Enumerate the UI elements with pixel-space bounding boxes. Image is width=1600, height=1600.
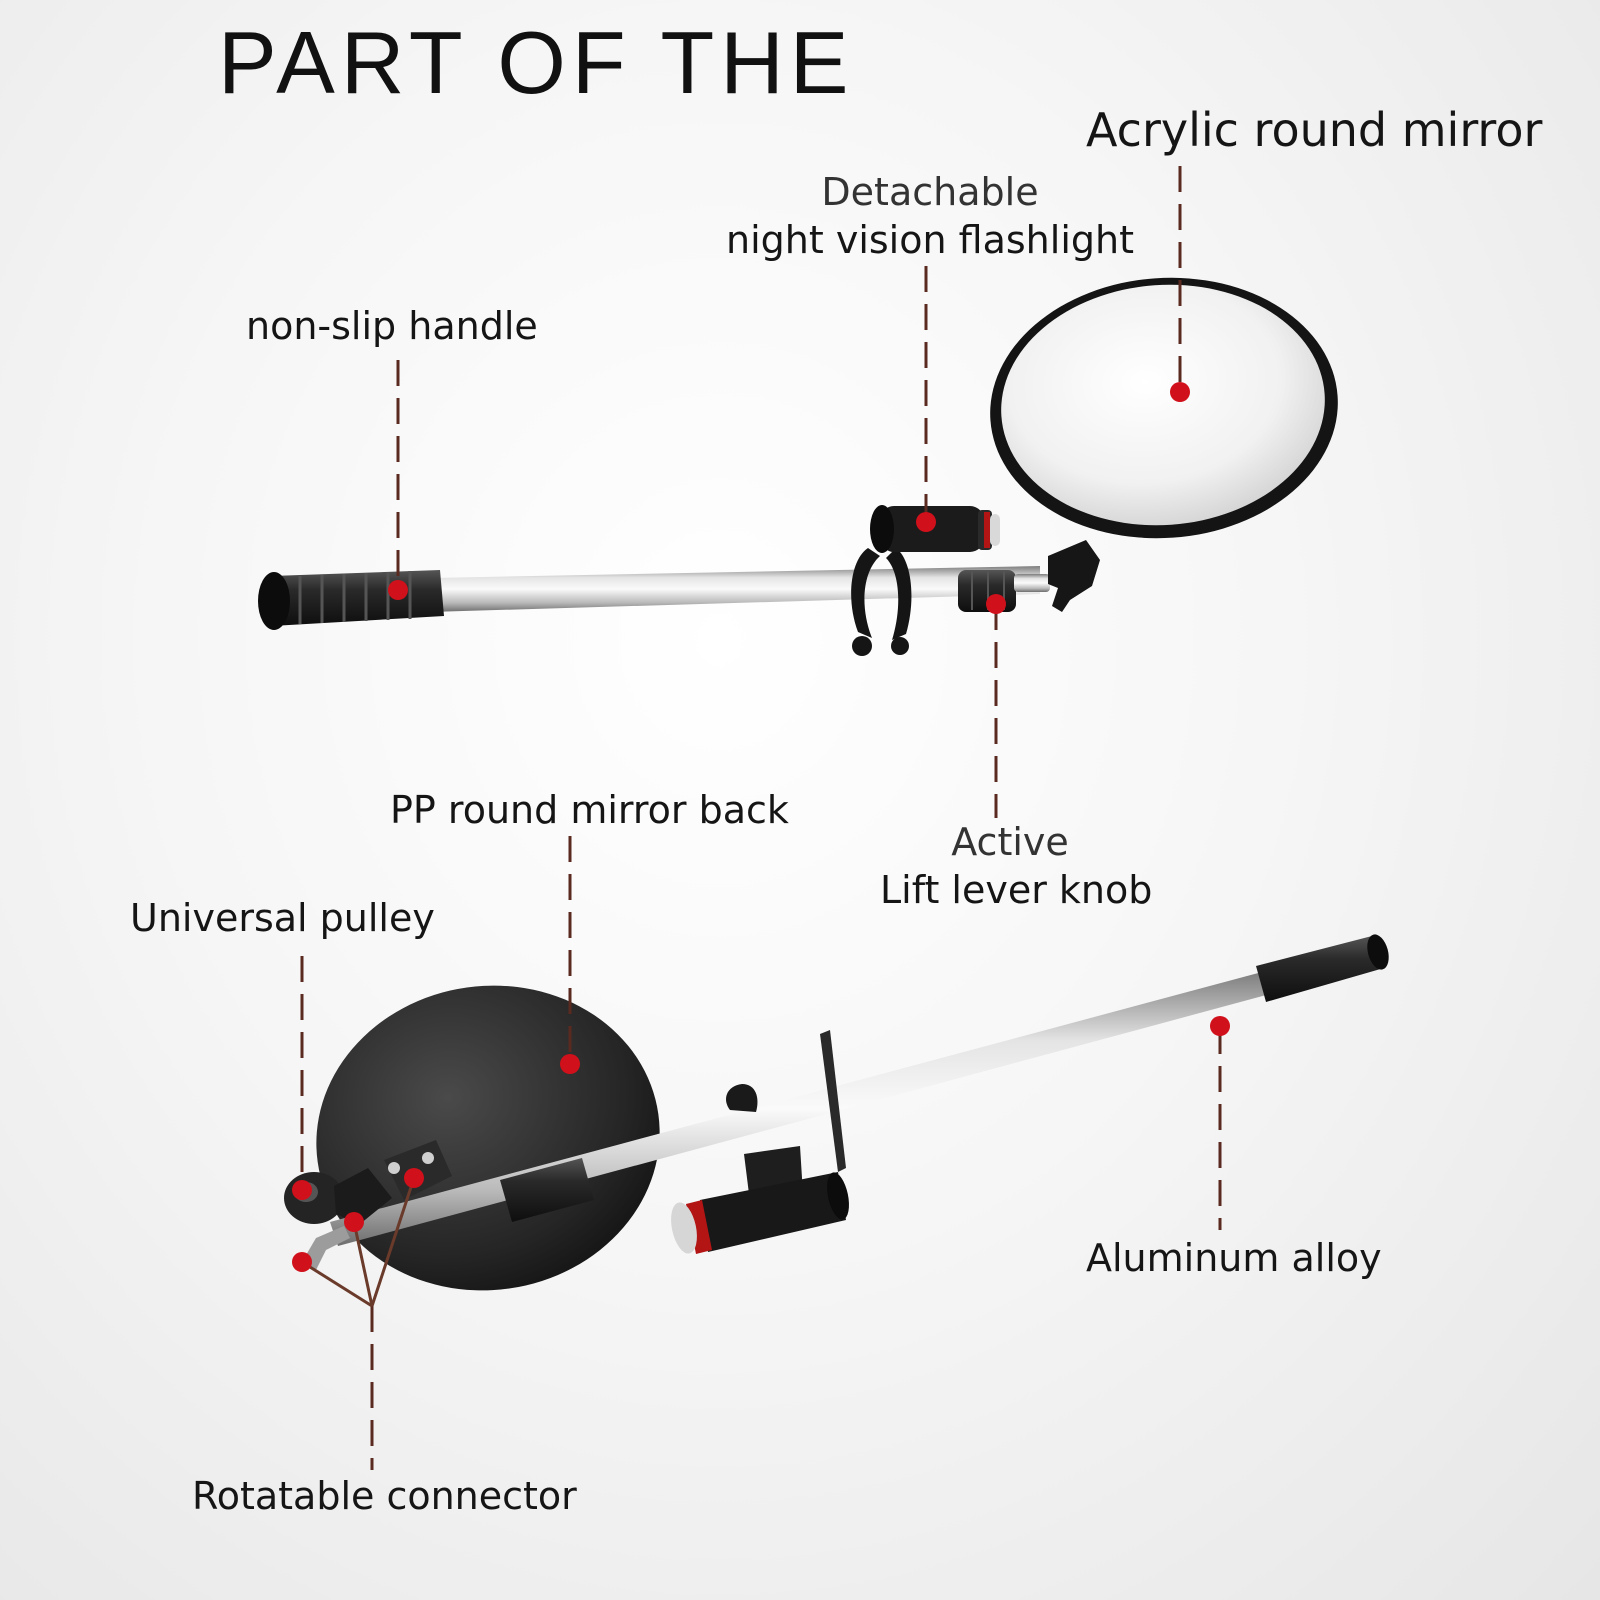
acrylic-round-mirror: [990, 277, 1338, 539]
top-flashlight: [870, 505, 1000, 553]
marker-pulley: [292, 1180, 312, 1200]
page-title: PART OF THE: [218, 13, 855, 112]
label-aluminum-alloy: Aluminum alloy: [1086, 1236, 1382, 1280]
marker-aluminum: [1210, 1016, 1230, 1036]
label-rotatable-connector: Rotatable connector: [192, 1474, 577, 1518]
marker-connector-3: [404, 1168, 424, 1188]
connector-fan-lines: [301, 1177, 416, 1308]
label-lift-lever-knob: Active Lift lever knob: [880, 818, 1153, 914]
marker-flashlight: [916, 512, 936, 532]
top-mirror-device: [258, 277, 1338, 656]
label-nonslip-handle: non-slip handle: [246, 304, 538, 348]
label-acrylic-round-mirror: Acrylic round mirror: [1086, 103, 1543, 157]
bottom-wrist-strap: [820, 1030, 846, 1172]
label-flashlight: Detachable night vision flashlight: [710, 168, 1150, 264]
bottom-lock-sleeve: [500, 1158, 594, 1222]
top-aluminum-tube: [430, 566, 1040, 612]
universal-pulley-assembly: [284, 1140, 452, 1270]
top-nonslip-handle: [258, 570, 444, 630]
bottom-flashlight: [671, 1172, 849, 1254]
leader-lines: [300, 166, 1222, 1470]
label-knob-line2: Lift lever knob: [880, 868, 1153, 912]
marker-acrylic-mirror: [1170, 382, 1190, 402]
top-flashlight-clamp: [851, 548, 912, 656]
marker-knob: [986, 594, 1006, 614]
label-flashlight-line2: night vision flashlight: [726, 218, 1134, 262]
label-knob-line1: Active: [951, 820, 1069, 864]
marker-dots: [292, 382, 1230, 1272]
marker-mirror-back: [560, 1054, 580, 1074]
label-pp-mirror-back: PP round mirror back: [390, 788, 789, 832]
marker-handle: [388, 580, 408, 600]
top-mirror-joint: [1014, 540, 1100, 612]
marker-connector-2: [344, 1212, 364, 1232]
bottom-nonslip-handle: [1256, 934, 1389, 1002]
pp-mirror-back-disc: [316, 985, 660, 1291]
label-flashlight-line1: Detachable: [821, 170, 1039, 214]
marker-connector-1: [292, 1252, 312, 1272]
label-universal-pulley: Universal pulley: [130, 896, 435, 940]
